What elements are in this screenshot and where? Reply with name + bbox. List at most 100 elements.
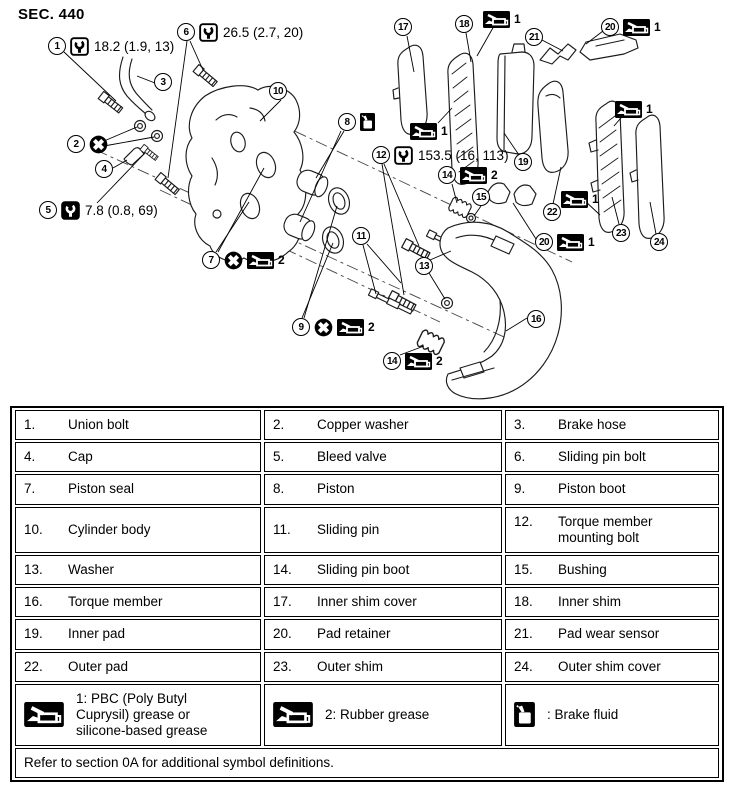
part-number: 21. [514,626,533,642]
part-cell: 17.Inner shim cover [264,587,502,618]
callout-number: 21 [525,28,543,46]
grease-icon [405,352,432,370]
part-cell: 2. Copper washer [264,410,502,441]
part-cell: 11.Sliding pin [264,506,502,553]
part-cell: 6.Sliding pin bolt [505,442,719,473]
part-number: 11. [273,521,291,537]
grease-icon [24,702,64,728]
diagram-overlay: 1 18.2 (1.9, 13) 2 3 4 5 7.8 (0.8, 69) 6 26.… [39,9,668,370]
inner-pad-shape [496,43,535,155]
part-name: Copper washer [317,417,409,432]
grease-label: 1 [483,9,521,29]
wrench-icon [199,22,218,42]
grease-spec-number: 1 [588,235,595,249]
pad-retainer-shape [513,184,537,207]
part-cell: 23. Outer shim [264,651,502,682]
footer-row: Refer to section 0A for additional symbo… [15,748,719,779]
footer-note: Refer to section 0A for additional symbo… [15,748,719,779]
grease-spec-number: 2 [436,354,443,368]
part-cell: 5.Bleed valve [264,442,502,473]
part-name: Pad wear sensor [558,626,660,642]
callout-7: 7 2 [202,250,285,270]
part-name: Washer [68,561,115,577]
piston-seal-shape [255,151,277,179]
legend-cell: 2: Rubber grease [264,683,502,747]
grease-icon [561,190,588,208]
grease-icon [557,233,584,251]
legend-cell: 1: PBC (Poly Butyl Cuprysil) grease or s… [15,683,261,747]
grease-icon [410,122,437,140]
part-name: Pad retainer [317,626,391,642]
part-name: Brake hose [558,417,627,432]
torque-spec: 26.5 (2.7, 20) [223,24,304,40]
callout-14: 14 2 [438,165,498,185]
part-name: Inner pad [68,626,126,642]
grease-spec-number: 1 [654,20,661,34]
part-name: Outer shim cover [558,658,661,674]
callout-number: 14 [383,352,401,370]
callout-number: 6 [177,23,195,41]
grease-icon [247,251,274,269]
wrench-icon [394,145,413,165]
part-number: 5. [273,449,285,465]
torque-member-shape [439,221,562,400]
part-cell: 4.Cap [15,442,261,473]
callout-1: 1 18.2 (1.9, 13) [48,36,174,56]
callout-number: 19 [514,153,532,171]
grease-label: 1 [561,189,599,209]
callout-5: 5 7.8 (0.8, 69) [39,200,158,220]
callout-number: 2 [67,135,85,153]
exploded-diagram: SEC. 440 1 18.2 (1.9, 13) 2 3 4 5 7.8 (0.8,… [18,6,668,400]
part-number: 23. [273,658,292,674]
callout-6: 6 26.5 (2.7, 20) [177,22,303,42]
grease-icon [337,318,364,336]
part-name: Outer shim [317,658,384,674]
callout-19: 19 [514,152,532,172]
leader-lines [63,25,657,356]
part-cell: 21. Pad wear sensor [505,619,719,650]
section-title: SEC. 440 [18,6,85,23]
x-icon [224,251,243,270]
part-number: 20. [273,626,292,642]
part-number: 14. [273,561,292,577]
pad-retainer-shape [579,33,639,61]
part-number: 2. [273,417,285,432]
callout-number: 4 [95,160,113,178]
grease-spec-number: 2 [368,320,375,334]
part-number: 18. [514,594,533,610]
callout-12: 12 153.5 (16, 113) [372,145,509,165]
piston-boot-shape [321,187,351,254]
callout-number: 10 [269,82,287,100]
part-name: Outer pad [68,658,129,674]
grease-icon [460,166,487,184]
part-name: Sliding pin bolt [558,449,646,465]
callout-23: 23 [612,223,630,243]
callout-number: 17 [394,18,412,36]
callout-number: 3 [154,73,172,91]
part-cell: 13.Washer [15,554,261,586]
part-cell: 16.Torque member [15,587,261,618]
legend-text: : Brake fluid [547,706,619,722]
part-name: Piston [317,481,355,497]
part-number: 19. [24,626,43,642]
table-row: 19. Inner pad 20. Pad retainer 21. Pad wear s… [15,619,719,650]
pad-wear-sensor-shape [539,43,577,65]
part-name: Sliding pin boot [317,561,410,577]
fluid-icon [360,113,375,131]
legend-text: 2: Rubber grease [325,706,430,722]
callout-number: 22 [543,203,561,221]
part-name: Cap [68,449,93,465]
bushing-shape [465,212,477,224]
torque-spec: 153.5 (16, 113) [418,147,509,163]
grease-spec-number: 1 [514,12,521,26]
sliding-pin-shape [367,288,413,315]
callout-2: 2 [67,134,108,154]
grease-spec-number: 1 [592,192,599,206]
brake-hose-shape [118,56,156,122]
callout-number: 5 [39,201,57,219]
grease-icon [483,10,510,28]
